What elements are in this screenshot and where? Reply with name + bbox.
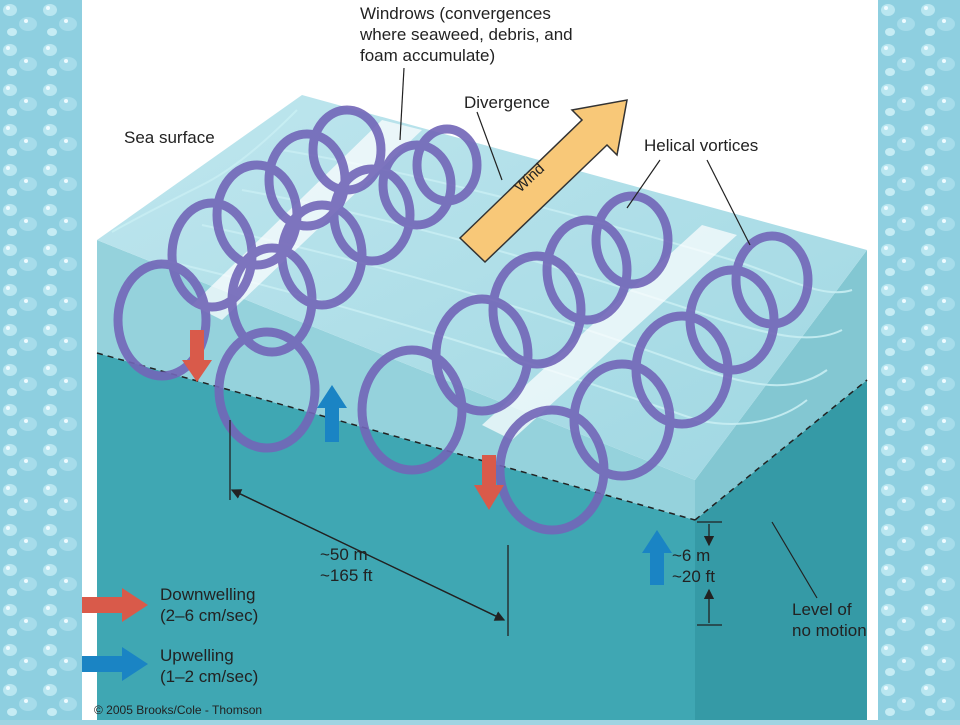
vortex-loop — [329, 164, 415, 266]
vortex-loop — [113, 259, 211, 381]
helical-vortices-label: Helical vortices — [644, 136, 759, 155]
windrows-label: Windrows (convergences where seaweed, de… — [360, 4, 573, 65]
droplet-pattern-left — [0, 0, 82, 720]
water-droplet-texture-left — [0, 0, 82, 720]
diagram-canvas: Windrows (convergences where seaweed, de… — [82, 0, 878, 720]
level-of-no-motion-label: Level of no motion — [792, 600, 867, 640]
vortex-loop — [214, 327, 320, 453]
width-label: ~50 m ~165 ft — [320, 545, 373, 585]
leader-lines — [399, 67, 818, 599]
vortex-loop — [308, 105, 386, 195]
depth-dimension — [697, 521, 722, 626]
downwelling-arrow-diagram — [182, 330, 504, 510]
vortex-loop — [412, 124, 482, 206]
legend-upwelling-arrow — [82, 647, 148, 681]
divergence-label: Divergence — [464, 93, 550, 112]
vortex-loop — [542, 215, 632, 325]
sea-surface-label: Sea surface — [124, 128, 215, 147]
vortex-loop — [591, 191, 673, 289]
level-of-no-motion-line-side — [694, 379, 868, 521]
water-front-face — [97, 240, 695, 520]
langmuir-circulation-diagram — [82, 67, 868, 720]
helical-vortices — [113, 105, 813, 535]
depth-label: ~6 m ~20 ft — [672, 546, 716, 586]
legend-upwelling-label: Upwelling (1–2 cm/sec) — [160, 646, 259, 686]
legend-downwelling-arrow — [82, 588, 148, 622]
droplet-pattern-right — [878, 0, 960, 720]
vortex-loop — [431, 294, 533, 416]
water-droplet-texture-right — [878, 0, 960, 720]
width-dimension — [229, 420, 509, 636]
vortex-loop — [731, 231, 813, 329]
vortex-loop — [488, 251, 586, 369]
windrow-foam-right — [482, 225, 737, 440]
deep-layer-side — [695, 380, 867, 720]
copyright-text: © 2005 Brooks/Cole - Thomson — [94, 703, 263, 717]
legend-downwelling-label: Downwelling (2–6 cm/sec) — [160, 585, 259, 625]
wind-arrow — [458, 99, 628, 264]
upwelling-arrow-diagram — [317, 385, 672, 585]
